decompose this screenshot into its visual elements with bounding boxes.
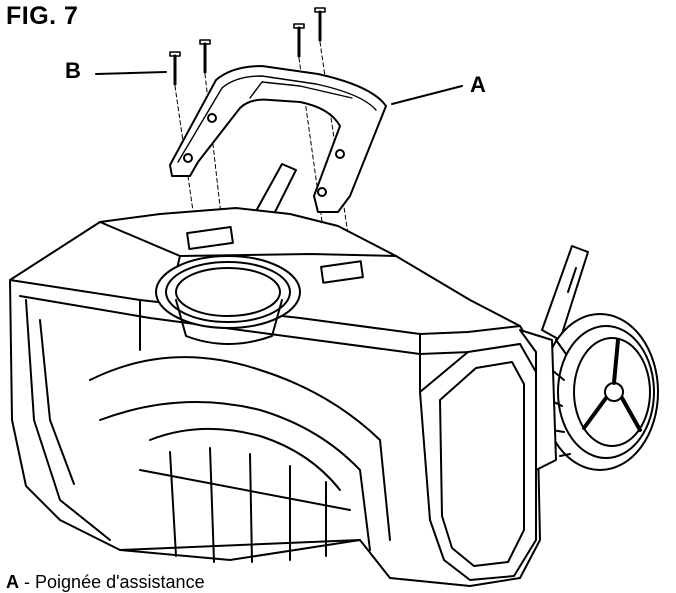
wheel (541, 313, 659, 471)
assist-handle (169, 65, 387, 213)
leader-line-b (95, 71, 167, 75)
bolt-2 (199, 39, 211, 74)
bolt-4 (314, 7, 326, 42)
figure-title: FIG. 7 (6, 2, 79, 30)
bolt-3 (293, 23, 305, 58)
callout-a: A (470, 72, 486, 97)
snow-thrower-body (9, 207, 541, 587)
callout-b: B (65, 58, 81, 83)
leader-line-a (391, 85, 463, 105)
axle-bracket (519, 329, 557, 471)
legend-line: A - Poignée d'assistance (6, 572, 205, 593)
legend-key: A (6, 572, 19, 592)
bolts (169, 7, 326, 86)
legend-text: Poignée d'assistance (35, 572, 205, 592)
legend-separator: - (24, 572, 31, 592)
handle-tube-right (541, 245, 589, 341)
bolt-1 (169, 51, 181, 86)
